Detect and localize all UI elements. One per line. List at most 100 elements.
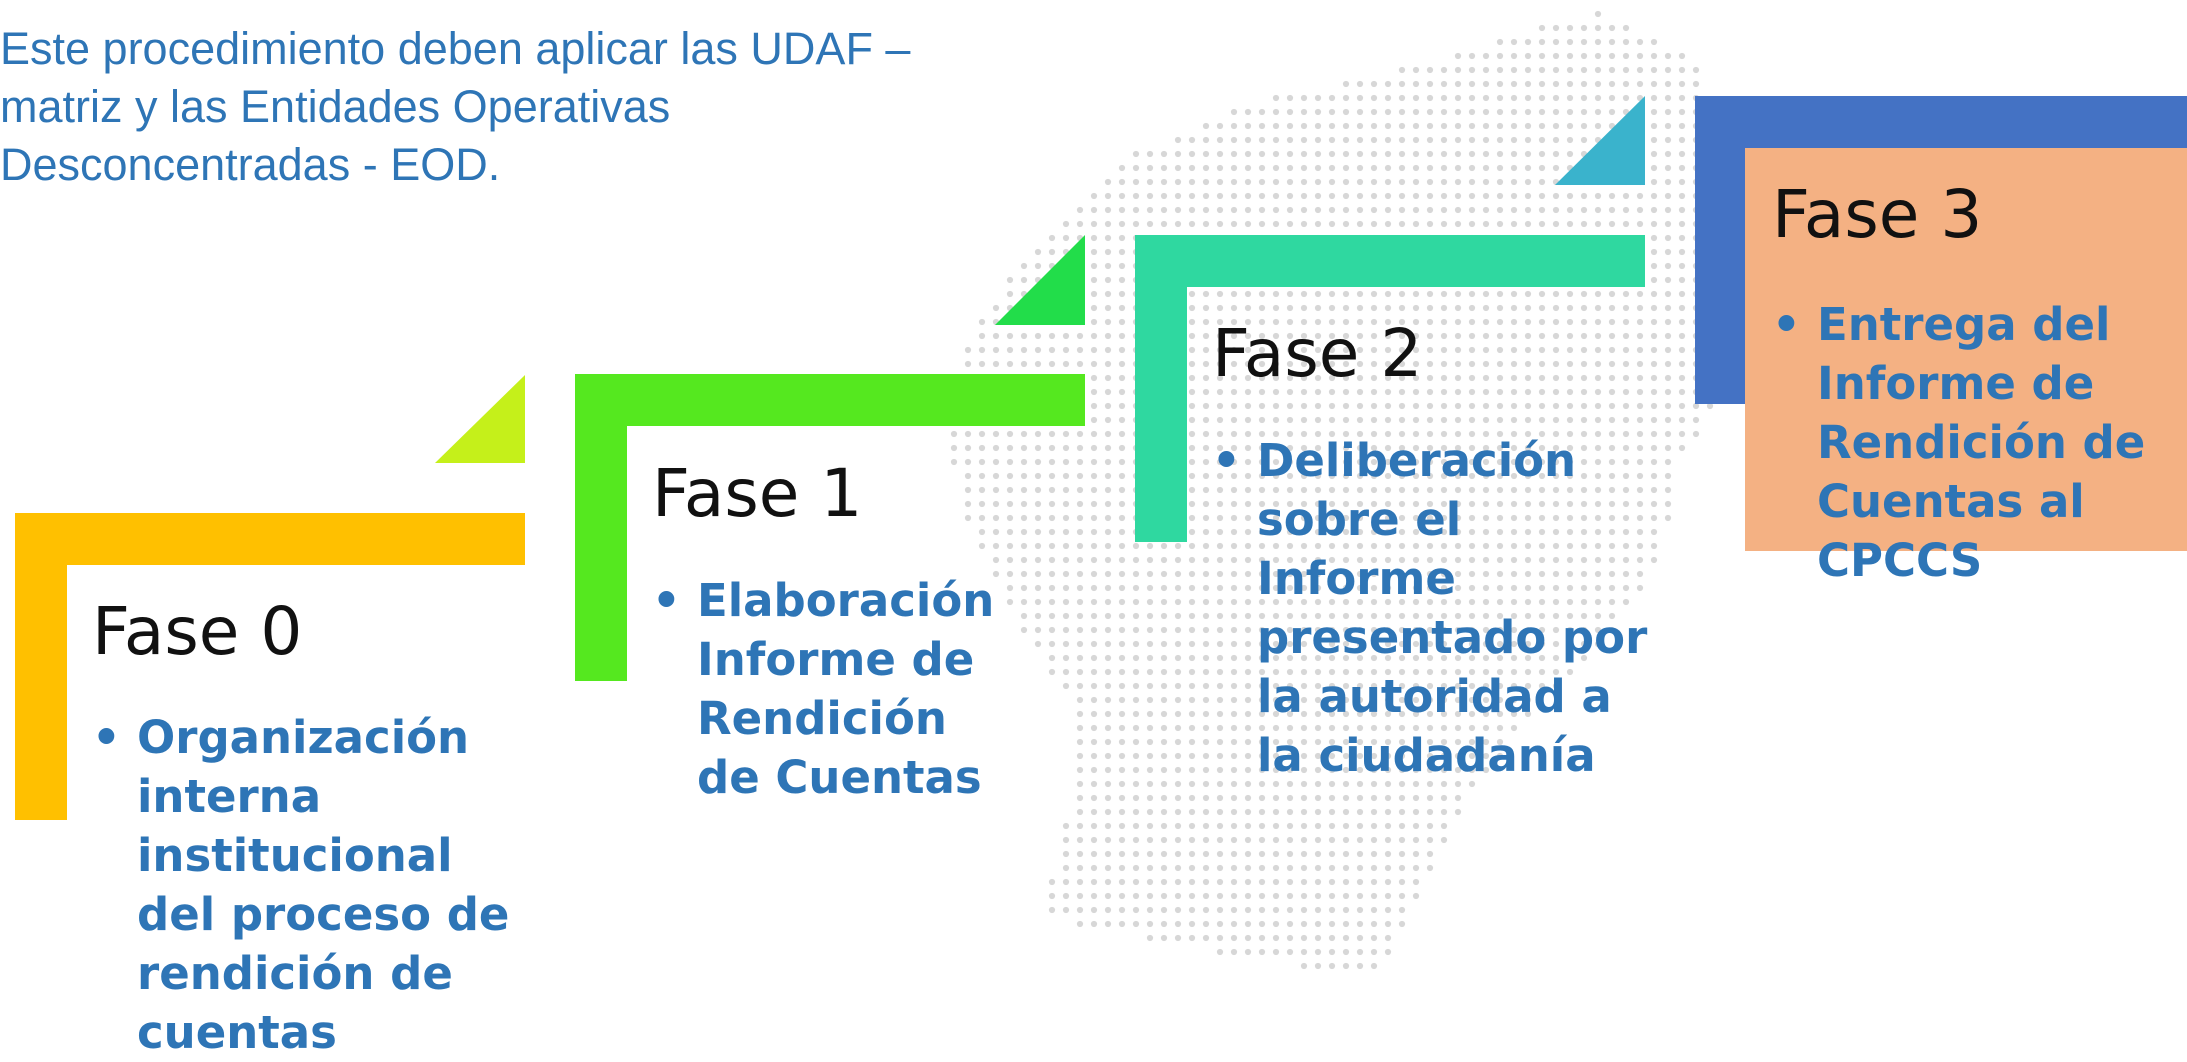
background-dot bbox=[1384, 122, 1392, 130]
background-dot bbox=[1118, 500, 1126, 508]
background-dot bbox=[1258, 192, 1266, 200]
background-dot bbox=[1342, 654, 1350, 662]
background-dot bbox=[1426, 556, 1434, 564]
background-dot bbox=[1342, 318, 1350, 326]
background-dot bbox=[1146, 612, 1154, 620]
background-dot bbox=[1384, 724, 1392, 732]
background-dot bbox=[1286, 458, 1294, 466]
background-dot bbox=[1258, 906, 1266, 914]
background-dot bbox=[1118, 654, 1126, 662]
background-dot bbox=[1524, 136, 1532, 144]
background-dot bbox=[1174, 780, 1182, 788]
background-dot bbox=[1118, 262, 1126, 270]
background-dot bbox=[1398, 528, 1406, 536]
background-dot bbox=[1496, 108, 1504, 116]
background-dot bbox=[1580, 416, 1588, 424]
background-dot bbox=[1454, 150, 1462, 158]
background-dot bbox=[1510, 290, 1518, 298]
background-dot bbox=[1188, 136, 1196, 144]
background-dot bbox=[1160, 766, 1168, 774]
background-dot bbox=[1356, 136, 1364, 144]
background-dot bbox=[1090, 626, 1098, 634]
background-dot bbox=[1216, 878, 1224, 886]
background-dot bbox=[1342, 808, 1350, 816]
background-dot bbox=[964, 360, 972, 368]
background-dot bbox=[1048, 542, 1056, 550]
background-dot bbox=[1356, 780, 1364, 788]
background-dot bbox=[1482, 122, 1490, 130]
background-dot bbox=[1482, 332, 1490, 340]
background-dot bbox=[1286, 920, 1294, 928]
background-dot bbox=[1286, 738, 1294, 746]
background-dot bbox=[1188, 542, 1196, 550]
background-dot bbox=[1104, 430, 1112, 438]
background-dot bbox=[1244, 178, 1252, 186]
background-dot bbox=[1230, 542, 1238, 550]
background-dot bbox=[1174, 808, 1182, 816]
background-dot bbox=[1216, 290, 1224, 298]
background-dot bbox=[1188, 332, 1196, 340]
background-dot bbox=[1356, 640, 1364, 648]
background-dot bbox=[1076, 514, 1084, 522]
background-dot bbox=[1538, 360, 1546, 368]
background-dot bbox=[1230, 766, 1238, 774]
background-dot bbox=[1300, 934, 1308, 942]
background-dot bbox=[1342, 794, 1350, 802]
fase-3-front-panel bbox=[1745, 148, 2187, 551]
background-dot bbox=[1118, 556, 1126, 564]
background-dot bbox=[1412, 626, 1420, 634]
background-dot bbox=[1426, 738, 1434, 746]
background-dot bbox=[1006, 444, 1014, 452]
background-dot bbox=[1426, 836, 1434, 844]
background-dot bbox=[1230, 864, 1238, 872]
background-dot bbox=[1398, 906, 1406, 914]
background-dot bbox=[1286, 878, 1294, 886]
background-dot bbox=[1006, 458, 1014, 466]
background-dot bbox=[1258, 584, 1266, 592]
background-dot bbox=[1202, 486, 1210, 494]
background-dot bbox=[1664, 262, 1672, 270]
background-dot bbox=[1370, 304, 1378, 312]
background-dot bbox=[1398, 136, 1406, 144]
background-dot bbox=[1440, 192, 1448, 200]
background-dot bbox=[1230, 794, 1238, 802]
background-dot bbox=[1468, 752, 1476, 760]
background-dot bbox=[1608, 444, 1616, 452]
background-dot bbox=[1370, 696, 1378, 704]
background-dot bbox=[1510, 150, 1518, 158]
background-dot bbox=[1188, 458, 1196, 466]
background-dot bbox=[1370, 346, 1378, 354]
background-dot bbox=[1664, 276, 1672, 284]
background-dot bbox=[1342, 304, 1350, 312]
background-dot bbox=[1090, 234, 1098, 242]
background-dot bbox=[1454, 360, 1462, 368]
background-dot bbox=[1244, 500, 1252, 508]
background-dot bbox=[1160, 808, 1168, 816]
background-dot bbox=[1076, 612, 1084, 620]
background-dot bbox=[1076, 710, 1084, 718]
background-dot bbox=[1510, 486, 1518, 494]
background-dot bbox=[1398, 388, 1406, 396]
background-dot bbox=[1160, 822, 1168, 830]
background-dot bbox=[1020, 360, 1028, 368]
fase-3-item-text: Entrega del Informe de Rendición de Cuen… bbox=[1817, 298, 2146, 587]
background-dot bbox=[1566, 220, 1574, 228]
background-dot bbox=[1412, 164, 1420, 172]
background-dot bbox=[1468, 192, 1476, 200]
background-dot bbox=[1272, 206, 1280, 214]
background-dot bbox=[1216, 500, 1224, 508]
background-dot bbox=[1300, 822, 1308, 830]
background-dot bbox=[1244, 906, 1252, 914]
background-dot bbox=[950, 444, 958, 452]
background-dot bbox=[1468, 430, 1476, 438]
background-dot bbox=[1608, 556, 1616, 564]
background-dot bbox=[1202, 430, 1210, 438]
background-dot bbox=[1146, 542, 1154, 550]
background-dot bbox=[1440, 220, 1448, 228]
background-dot bbox=[1566, 668, 1574, 676]
background-dot bbox=[1566, 80, 1574, 88]
background-dot bbox=[1510, 556, 1518, 564]
background-dot bbox=[1272, 920, 1280, 928]
background-dot bbox=[1160, 696, 1168, 704]
background-dot bbox=[1076, 332, 1084, 340]
